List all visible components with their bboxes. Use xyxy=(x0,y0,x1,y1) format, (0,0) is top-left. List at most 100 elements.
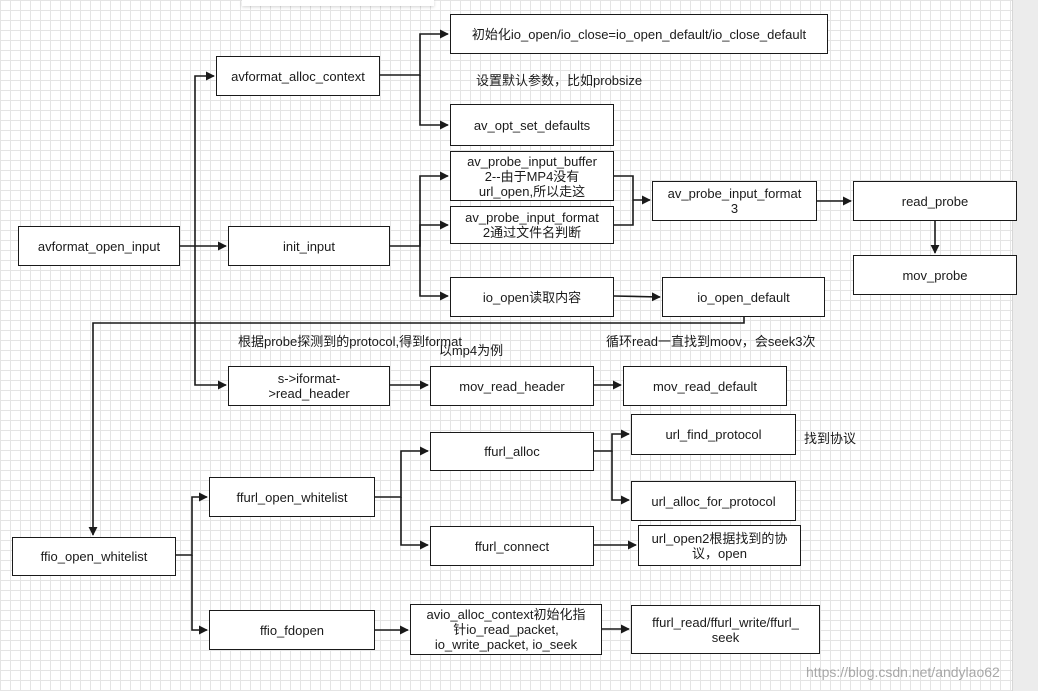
note-find-protocol: 找到协议 xyxy=(800,431,860,446)
note-probsize: 设置默认参数，比如probsize xyxy=(476,73,642,88)
label-line: io_write_packet, io_seek xyxy=(434,637,578,652)
label-line: mov_read_default xyxy=(652,378,758,394)
label-text: mov_read_default xyxy=(653,379,757,394)
node-ffurl-open-whitelist[interactable]: ffurl_open_whitelist xyxy=(209,477,375,517)
label-text: s->iformat->read_header xyxy=(268,371,349,401)
node-mov-probe[interactable]: mov_probe xyxy=(853,255,1017,295)
label-line: io_open_default xyxy=(697,289,790,305)
label-line: mov_probe xyxy=(902,267,968,283)
node-io-open-default[interactable]: io_open_default xyxy=(662,277,825,317)
label-line: seek xyxy=(711,629,740,645)
label-text: io_open_default xyxy=(697,290,790,305)
edge-default-to-ffio-whitelist xyxy=(88,317,745,536)
label-text: mov_read_header xyxy=(459,379,565,394)
edge-alloc-to-find-protocol xyxy=(594,429,630,452)
label-line: 2--由于MP4没有 xyxy=(484,168,580,184)
label-text: ffurl_open_whitelist xyxy=(236,490,347,505)
diagram-edges xyxy=(88,29,940,635)
label-line: 以mp4为例 xyxy=(438,343,504,358)
edge-ffio-whitelist-to-fdopen xyxy=(191,555,208,635)
label-text: 初始化io_open/io_close=io_open_default/io_c… xyxy=(472,27,806,42)
label-text: 设置默认参数，比如probsize xyxy=(476,73,642,88)
label-line: 议，open xyxy=(692,545,747,561)
label-text: avformat_alloc_context xyxy=(231,69,365,84)
edge-alloc-to-optset xyxy=(419,75,449,130)
node-url-find-protocol[interactable]: url_find_protocol xyxy=(631,414,796,455)
label-line: ffio_open_whitelist xyxy=(40,549,148,564)
label-line: avformat_alloc_context xyxy=(231,68,365,84)
label-line: 根据probe探测到的 xyxy=(238,334,350,349)
node-mov-read-header[interactable]: mov_read_header xyxy=(430,366,594,406)
node-url-alloc-for-protocol[interactable]: url_alloc_for_protocol xyxy=(631,481,796,521)
label-text: avio_alloc_context初始化指针io_read_packet,io… xyxy=(427,607,586,652)
node-init-input[interactable]: init_input xyxy=(228,226,390,266)
label-line: 找到协议 xyxy=(803,431,856,446)
label-line: ffurl_read/ffurl_write/ffurl_ xyxy=(652,614,799,630)
label-line: mov_read_header xyxy=(459,378,565,394)
label-text: 循环read一直找到moov，会seek3次 xyxy=(606,334,816,349)
node-url-open2[interactable]: url_open2根据找到的协议，open xyxy=(638,525,801,566)
label-line: 3 xyxy=(730,201,739,216)
node-iformat-read-header[interactable]: s->iformat->read_header xyxy=(228,366,390,406)
label-line: init_input xyxy=(282,238,336,254)
label-text: read_probe xyxy=(902,194,969,209)
node-read-probe[interactable]: read_probe xyxy=(853,181,1017,221)
node-init-io-open[interactable]: 初始化io_open/io_close=io_open_default/io_c… xyxy=(450,14,828,54)
edge-alloc-to-alloc-for-protocol xyxy=(611,451,630,505)
node-ffurl-alloc[interactable]: ffurl_alloc xyxy=(430,432,594,471)
label-line: url_open2根据找到的协 xyxy=(651,530,788,546)
note-seek3: 循环read一直找到moov，会seek3次 xyxy=(606,334,816,349)
note-mp4-example: 以mp4为例 xyxy=(432,343,510,358)
label-line: url_find_protocol xyxy=(665,427,762,442)
label-text: url_open2根据找到的协议，open xyxy=(652,531,788,561)
label-line: 循环read一直找到moov， xyxy=(606,334,755,349)
label-line: 2通过文件名判断 xyxy=(482,225,582,240)
label-text: ffurl_connect xyxy=(475,539,549,554)
node-io-open-read[interactable]: io_open读取内容 xyxy=(450,277,614,317)
label-line: 会seek3次 xyxy=(754,334,816,349)
note-probe-protocol: 根据probe探测到的protocol,得到format xyxy=(238,334,462,349)
label-line: ffurl_connect xyxy=(474,538,550,554)
edge-ffurl-whitelist-to-alloc xyxy=(375,446,429,498)
label-line: >read_header xyxy=(268,386,350,401)
label-line: 设置默认参数，比如 xyxy=(476,73,594,88)
label-text: io_open读取内容 xyxy=(483,290,581,305)
label-line: av_probe_input_format xyxy=(465,210,599,225)
label-text: 根据probe探测到的protocol,得到format xyxy=(238,334,462,349)
node-ffio-fdopen[interactable]: ffio_fdopen xyxy=(209,610,375,650)
watermark: https://blog.csdn.net/andylao62 xyxy=(806,664,1000,680)
label-text: ffurl_alloc xyxy=(484,444,539,459)
edge-init-to-io-open xyxy=(419,246,449,301)
node-avio-alloc-context[interactable]: avio_alloc_context初始化指针io_read_packet,io… xyxy=(410,604,602,655)
edge-ffio-whitelist-to-ffurl-whitelist xyxy=(176,492,208,556)
node-av-opt-set-defaults[interactable]: av_opt_set_defaults xyxy=(450,104,614,146)
label-text: avformat_open_input xyxy=(38,239,160,254)
label-text: 找到协议 xyxy=(800,431,860,446)
label-line: ffio_fdopen xyxy=(259,622,325,638)
label-line: avio_alloc_context初始化指 xyxy=(426,607,586,622)
label-text: url_alloc_for_protocol xyxy=(651,494,775,509)
label-line: avformat_open_input xyxy=(37,238,161,254)
node-ffio-open-whitelist[interactable]: ffio_open_whitelist xyxy=(12,537,176,576)
node-avformat-open-input[interactable]: avformat_open_input xyxy=(18,226,180,266)
label-line: 针io_read_packet, xyxy=(453,622,559,637)
edge-init-to-probe-format2 xyxy=(419,220,449,246)
node-mov-read-default[interactable]: mov_read_default xyxy=(623,366,787,406)
right-scrollbar[interactable] xyxy=(1012,0,1038,691)
node-ffurl-connect[interactable]: ffurl_connect xyxy=(430,526,594,566)
label-text: ffio_fdopen xyxy=(260,623,324,638)
label-line: 初始化io_open/io_close=io_open_default/io_c… xyxy=(471,26,807,42)
label-text: av_opt_set_defaults xyxy=(474,118,590,133)
node-ffurl-read-write-seek[interactable]: ffurl_read/ffurl_write/ffurl_seek xyxy=(631,605,820,654)
node-avformat-alloc-context[interactable]: avformat_alloc_context xyxy=(216,56,380,96)
label-line: av_probe_input_buffer xyxy=(467,153,597,169)
label-line: ffurl_alloc xyxy=(484,444,540,459)
label-line: av_probe_input_format xyxy=(667,186,802,201)
label-line: av_opt_set_defaults xyxy=(473,117,591,133)
top-panel-edge xyxy=(242,0,434,6)
